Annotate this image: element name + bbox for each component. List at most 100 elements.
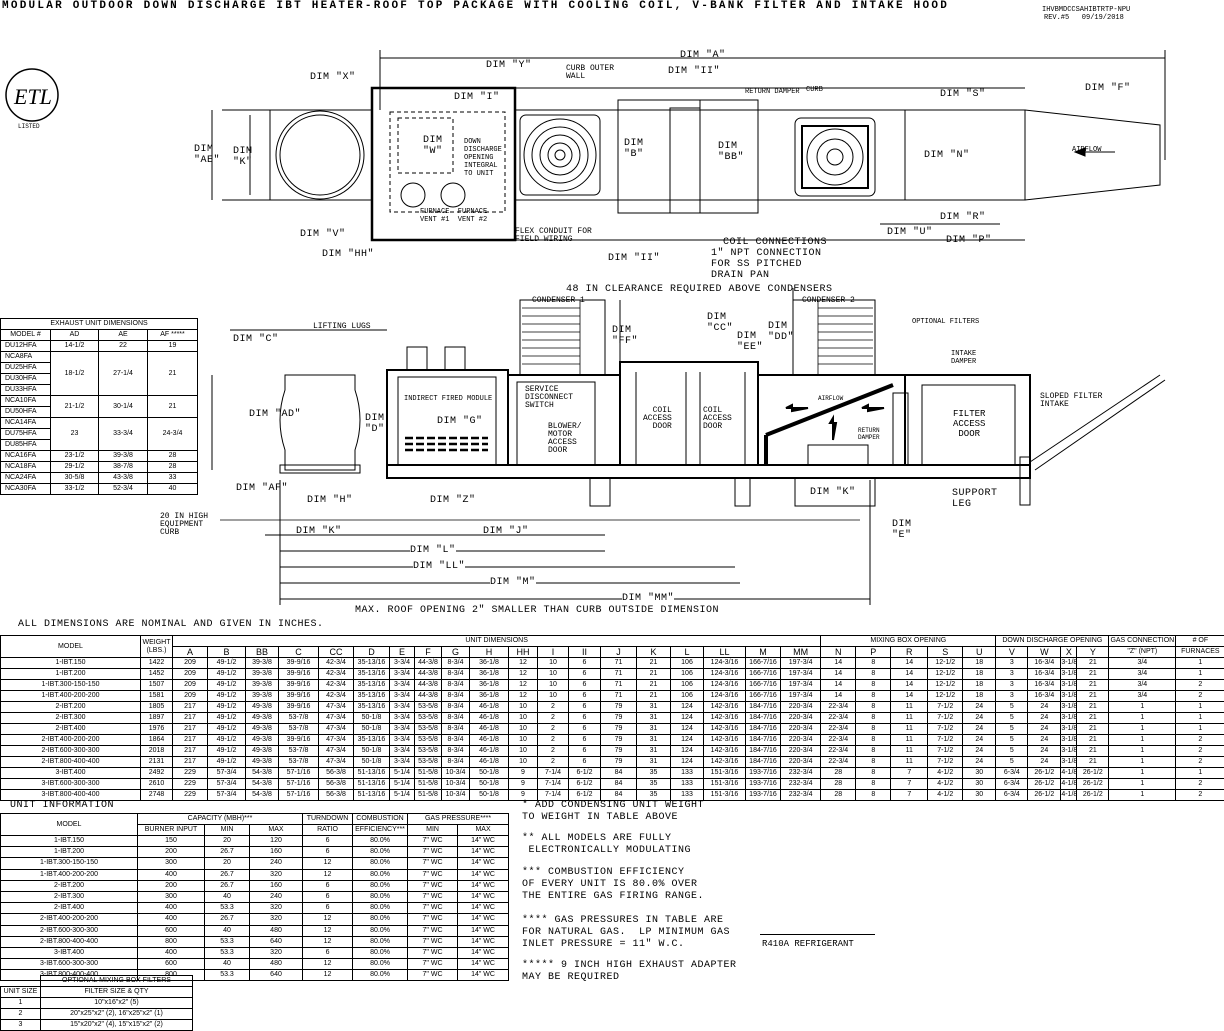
value-cell: 12: [509, 658, 538, 669]
value-cell: 150: [138, 836, 205, 847]
value-cell: 7" WC: [408, 903, 458, 914]
svg-text:ETL: ETL: [13, 84, 52, 109]
dim-ae-label: DIM "AE": [194, 144, 220, 166]
value-cell: 4-1/2: [928, 790, 963, 801]
value-cell: 142-3/16: [704, 757, 746, 768]
col-header-u: U: [963, 647, 996, 658]
airflow-label: AIRFLOW: [1072, 146, 1101, 154]
value-cell: 3-3/4: [390, 691, 415, 702]
model-cell: DU75HFA: [1, 429, 51, 440]
value-cell: 49-1/2: [208, 724, 246, 735]
value-cell: 3: [996, 680, 1028, 691]
value-cell: 26-1/2: [1077, 790, 1109, 801]
value-cell: 18: [963, 658, 996, 669]
value-cell: 2: [538, 746, 569, 757]
value-cell: 124-3/16: [704, 669, 746, 680]
col-header-hh: HH: [509, 647, 538, 658]
model-cell: DU50HFA: [1, 407, 51, 418]
value-cell: 24: [1028, 702, 1061, 713]
value-cell: 53-5/8: [415, 746, 442, 757]
value-cell: 20: [205, 858, 250, 869]
value-cell: 2: [538, 713, 569, 724]
model-cell: NCA10FA: [1, 396, 51, 407]
value-cell: 7-1/2: [928, 757, 963, 768]
value-cell: 197-3/4: [781, 658, 821, 669]
dim-f-label: DIM "F": [1085, 83, 1131, 94]
col-header: AE: [99, 330, 148, 341]
value-cell: 50-1/8: [470, 790, 509, 801]
dim-n-label: DIM "N": [924, 150, 970, 161]
filter-door-label: FILTER ACCESS DOOR: [953, 409, 985, 439]
ad-cell: 21-1/2: [51, 396, 99, 418]
value-cell: 9: [509, 768, 538, 779]
value-cell: 106: [671, 658, 704, 669]
value-cell: 142-3/16: [704, 702, 746, 713]
value-cell: 400: [138, 869, 205, 880]
value-cell: 220-3/4: [781, 735, 821, 746]
value-cell: 49-3/8: [246, 735, 279, 746]
value-cell: 7" WC: [408, 869, 458, 880]
value-cell: 142-3/16: [704, 713, 746, 724]
dim-ad-label: DIM "AD": [249, 409, 301, 420]
col-header-l: L: [671, 647, 704, 658]
value-cell: 8: [856, 724, 891, 735]
value-cell: 14" WC: [458, 869, 509, 880]
value-cell: 300: [138, 858, 205, 869]
col-header-v: V: [996, 647, 1028, 658]
value-cell: 49-1/2: [208, 757, 246, 768]
col-header-s: S: [928, 647, 963, 658]
value-cell: 2: [1176, 746, 1224, 757]
value-cell: 80.0%: [353, 847, 408, 858]
value-cell: 400: [138, 903, 205, 914]
col-header-k: K: [637, 647, 671, 658]
value-cell: 1976: [141, 724, 173, 735]
value-cell: 6-1/2: [569, 768, 601, 779]
value-cell: 2018: [141, 746, 173, 757]
value-cell: 184-7/16: [746, 735, 781, 746]
dim-h-label: DIM "H": [307, 495, 353, 506]
value-cell: 10: [509, 724, 538, 735]
model-cell: DU30HFA: [1, 374, 51, 385]
value-cell: 5-1/4: [390, 790, 415, 801]
clearance-label: 48 IN CLEARANCE REQUIRED ABOVE CONDENSER…: [566, 284, 833, 295]
col-header-efficiency: EFFICIENCY***: [353, 825, 408, 836]
af-cell: 40: [148, 484, 198, 495]
value-cell: 14" WC: [458, 925, 509, 936]
value-cell: 229: [173, 768, 208, 779]
value-cell: 40: [205, 891, 250, 902]
model-cell: 1-IBT.300-150-150: [1, 858, 138, 869]
value-cell: 18: [963, 691, 996, 702]
value-cell: 57-1/16: [279, 790, 319, 801]
value-cell: 320: [250, 903, 303, 914]
value-cell: 49-1/2: [208, 669, 246, 680]
value-cell: 6: [303, 880, 353, 891]
model-cell: NCA8FA: [1, 352, 51, 363]
dim-v-label: DIM "V": [300, 229, 346, 240]
value-cell: 2: [1176, 691, 1224, 702]
value-cell: 8: [856, 658, 891, 669]
coil-door-1-label: COIL ACCESS DOOR: [643, 407, 672, 431]
value-cell: 40: [205, 925, 250, 936]
model-cell: NCA30FA: [1, 484, 51, 495]
dim-r-label: DIM "R": [940, 212, 986, 223]
col-header-f: F: [415, 647, 442, 658]
model-cell: 2-IBT.600-300-300: [1, 925, 138, 936]
value-cell: 12: [509, 680, 538, 691]
value-cell: 217: [173, 746, 208, 757]
value-cell: 24: [963, 724, 996, 735]
optional-filters-label: OPTIONAL FILTERS: [912, 318, 979, 326]
value-cell: 3-1/8: [1061, 713, 1077, 724]
value-cell: 49-3/8: [246, 713, 279, 724]
value-cell: 31: [637, 735, 671, 746]
value-cell: 8: [856, 691, 891, 702]
value-cell: 10-3/4: [442, 790, 470, 801]
value-cell: 46-1/8: [470, 757, 509, 768]
value-cell: 21: [637, 658, 671, 669]
